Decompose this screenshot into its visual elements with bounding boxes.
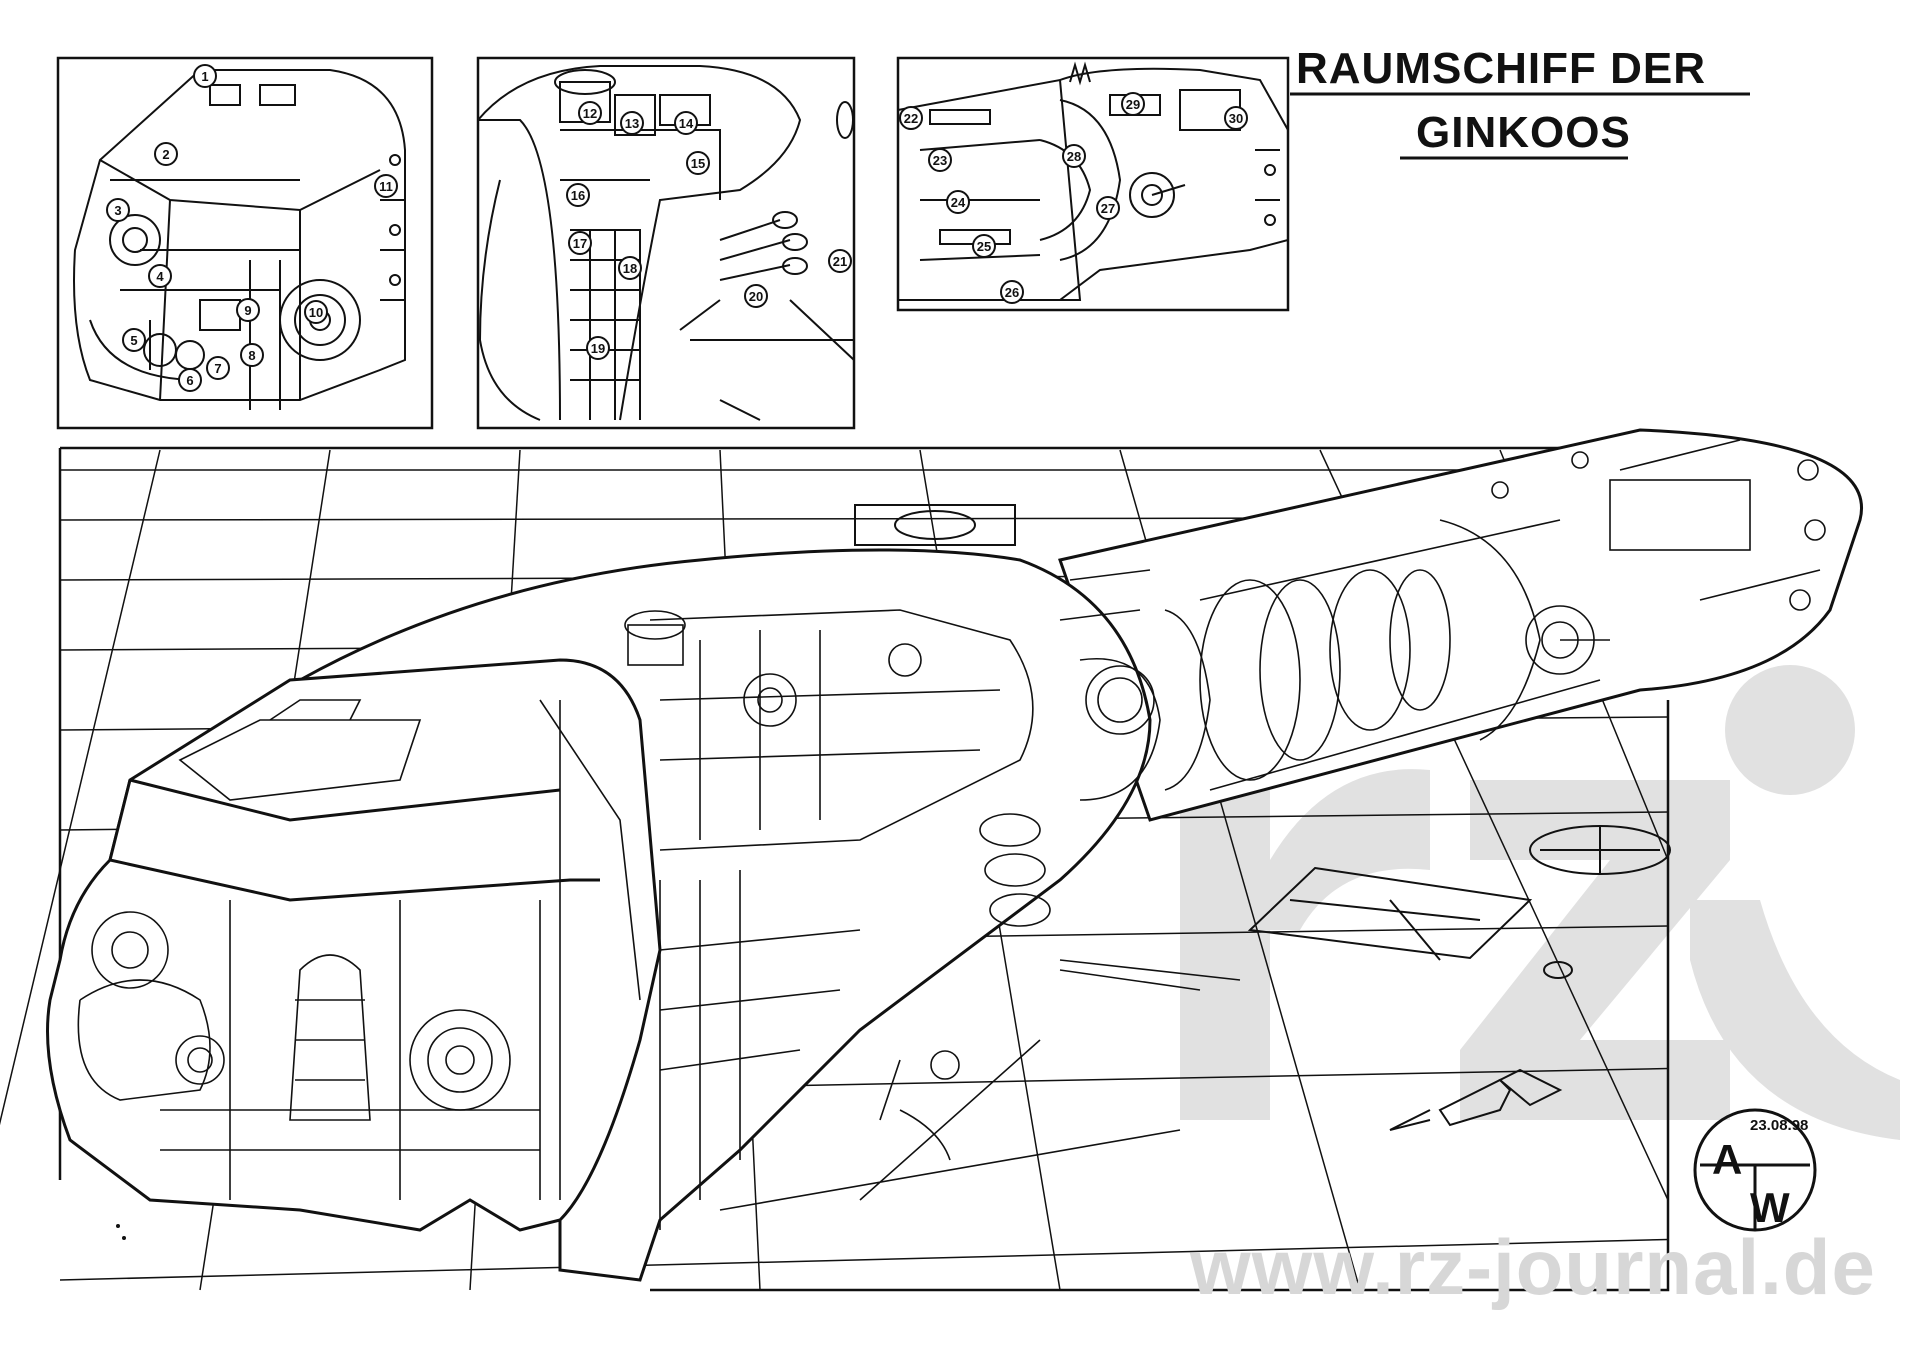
callout-11: 11 [374,174,398,198]
inset-front-drawing [73,69,406,410]
title-line-2: GINKOOS [1416,108,1631,157]
callout-22: 22 [899,106,923,130]
callout-12: 12 [578,101,602,125]
artist-stamp [1693,1108,1817,1232]
callout-30: 30 [1224,106,1248,130]
callout-4: 4 [148,264,172,288]
title-line-1: RAUMSCHIFF DER [1296,44,1706,93]
ship-cutaway-detail [77,439,1826,1230]
callout-20: 20 [744,284,768,308]
inset-rear-drawing [897,61,1289,301]
ink-dot [116,1224,120,1228]
inset-panel-rear [896,56,1290,312]
floor-hatch-open [1247,866,1533,960]
callout-14: 14 [674,111,698,135]
callout-15: 15 [686,151,710,175]
small-craft [1389,1078,1512,1131]
inset-panel-mid [476,56,856,430]
floor-canister [1543,961,1573,979]
floor-marker-cross [1540,826,1660,874]
stamp-date: 23.08.98 [1750,1117,1809,1134]
callout-25: 25 [972,234,996,258]
callout-2: 2 [154,142,178,166]
callout-17: 17 [568,231,592,255]
callout-29: 29 [1121,92,1145,116]
inset-panel-front [56,56,434,430]
callout-7: 7 [206,356,230,380]
callout-3: 3 [106,198,130,222]
callout-19: 19 [586,336,610,360]
callout-13: 13 [620,111,644,135]
callout-26: 26 [1000,280,1024,304]
callout-5: 5 [122,328,146,352]
stamp-letter-a: A [1712,1136,1743,1183]
callout-28: 28 [1062,144,1086,168]
callout-10: 10 [304,300,328,324]
callout-16: 16 [566,183,590,207]
stamp-letter-w: W [1750,1184,1790,1231]
callout-6: 6 [178,368,202,392]
callout-1: 1 [193,64,217,88]
inset-mid-drawing [477,65,855,421]
watermark-url: www.rz-journal.de [1190,1223,1876,1311]
callout-8: 8 [240,343,264,367]
ceiling-hatch [854,504,1016,546]
callout-27: 27 [1096,196,1120,220]
callout-9: 9 [236,298,260,322]
callout-18: 18 [618,256,642,280]
callout-21: 21 [828,249,852,273]
callout-24: 24 [946,190,970,214]
callout-23: 23 [928,148,952,172]
